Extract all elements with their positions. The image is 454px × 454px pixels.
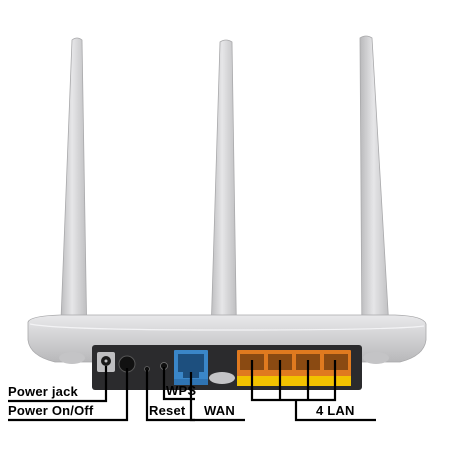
callout-line-wps: [162, 367, 195, 401]
antenna-right-base: [363, 352, 389, 364]
callout-line-power-jack: [8, 366, 108, 403]
power-onoff-label: Power On/Off: [8, 403, 94, 418]
antenna-left: [59, 37, 88, 361]
callout-lines: [8, 360, 376, 422]
callout-line-lan-label: [294, 400, 376, 422]
callout-line-lan-bracket: [250, 360, 337, 402]
reset-label: Reset: [149, 403, 186, 418]
antenna-right: [359, 35, 391, 361]
power-jack-label: Power jack: [8, 384, 78, 399]
power-jack-port: [97, 352, 115, 372]
antenna-left-base: [59, 352, 85, 364]
antenna-center-base: [209, 372, 235, 384]
wps-label: WPS: [166, 383, 197, 398]
lan-label: 4 LAN: [316, 403, 355, 418]
callout-line-reset: [145, 370, 195, 422]
callout-line-power-onoff: [8, 368, 129, 422]
wan-label: WAN: [204, 403, 235, 418]
callout-line-wan: [189, 372, 245, 422]
